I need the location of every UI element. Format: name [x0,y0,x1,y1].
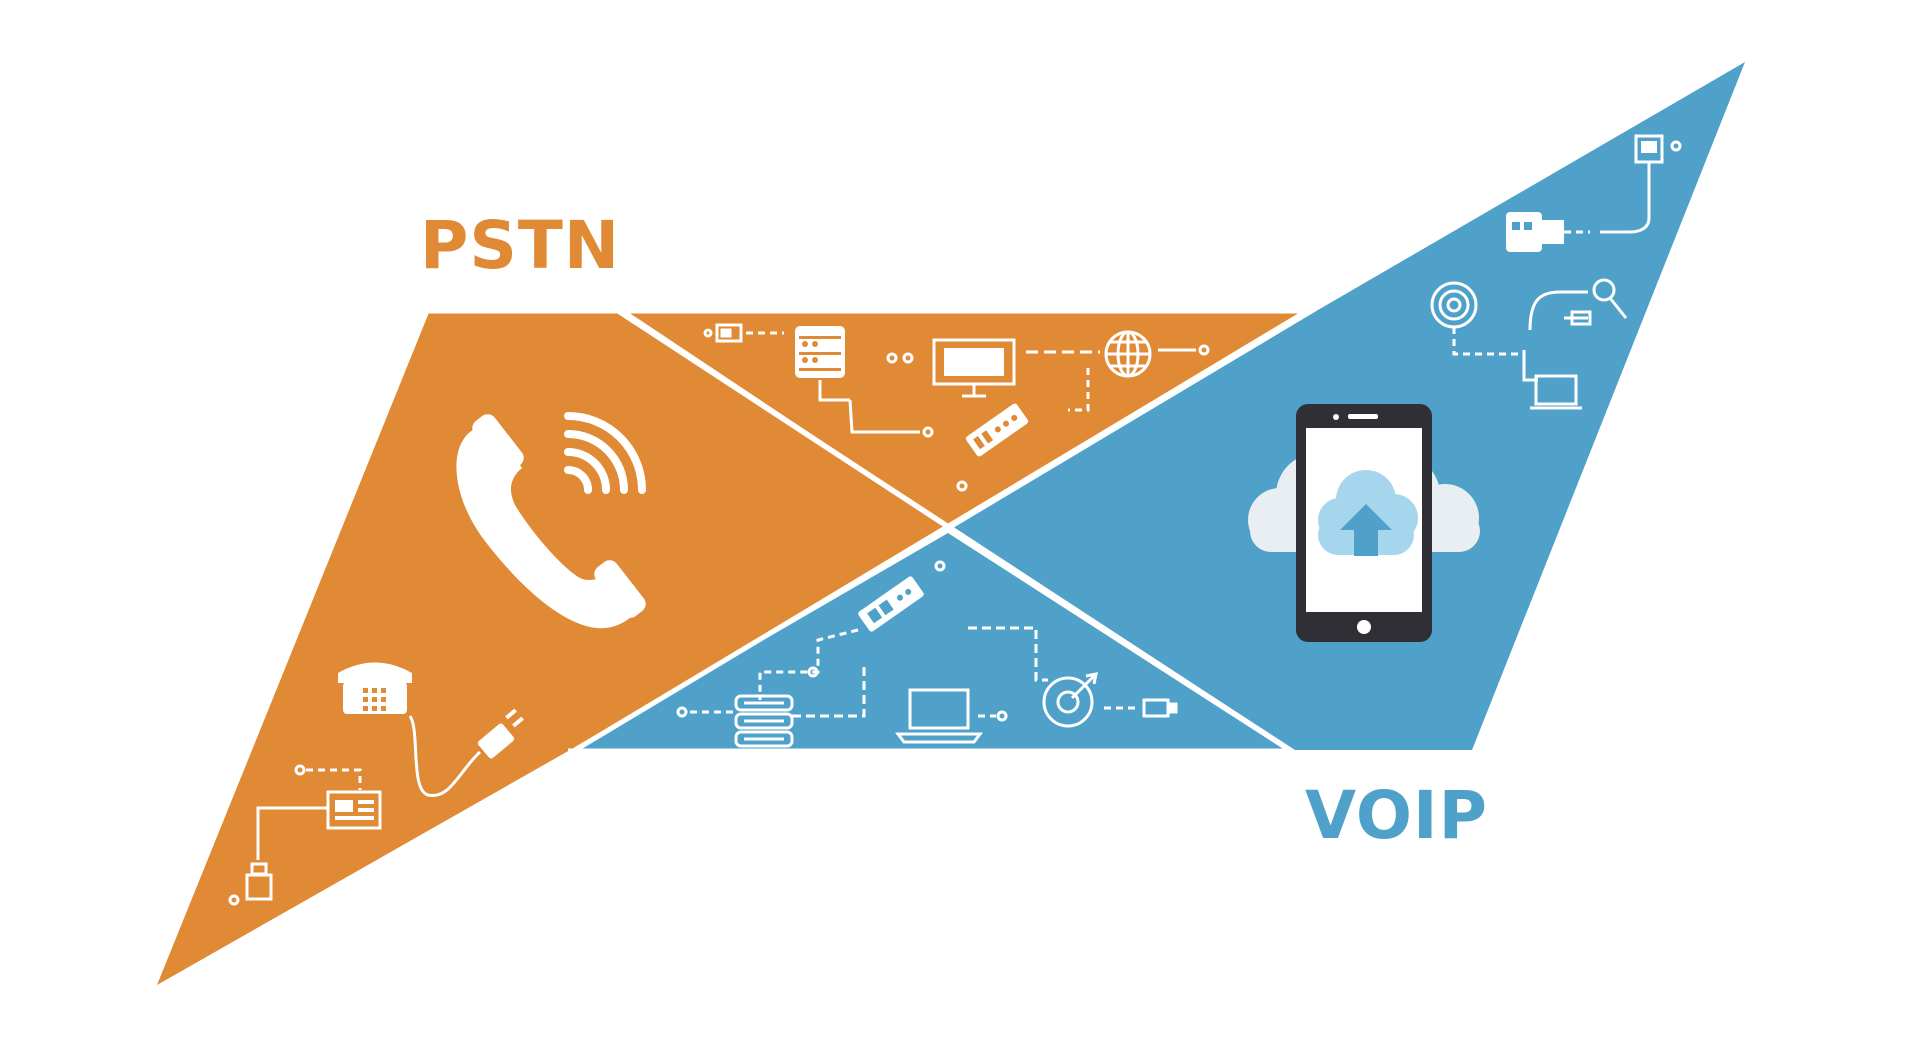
globe-icon [1104,330,1210,378]
lower-server-icon [734,694,794,748]
desk-phone-icon [338,662,412,714]
satellite-dish-icon [1042,672,1098,728]
lower-connectors [676,626,1140,722]
phone-jack-icon [228,862,273,906]
voip-label: VOIP [1305,777,1488,854]
server-icon [795,326,845,378]
monitor-icon [886,338,1100,398]
router-connector [818,368,1090,438]
pstn-label: PSTN [420,207,620,284]
handset-icon [456,414,646,629]
cloud-upload-icon [1318,470,1418,556]
fax-connector [256,764,362,860]
router-icon [956,403,1029,492]
computer-icon [1530,374,1582,410]
laptop-icon [895,688,983,744]
switch-icon [858,560,946,632]
ethernet-icon [1506,212,1590,252]
power-plug-icon [477,708,524,759]
plug-cable [408,715,482,797]
signal-waves-icon [564,412,646,494]
usb-plug-icon [1142,698,1178,718]
webcam-icon [1600,134,1682,234]
network-card-icon [703,323,784,343]
separator-lines [425,305,1314,755]
wireless-icon [1430,281,1520,356]
connector-lines-right [1522,278,1628,382]
fax-icon [326,790,382,830]
